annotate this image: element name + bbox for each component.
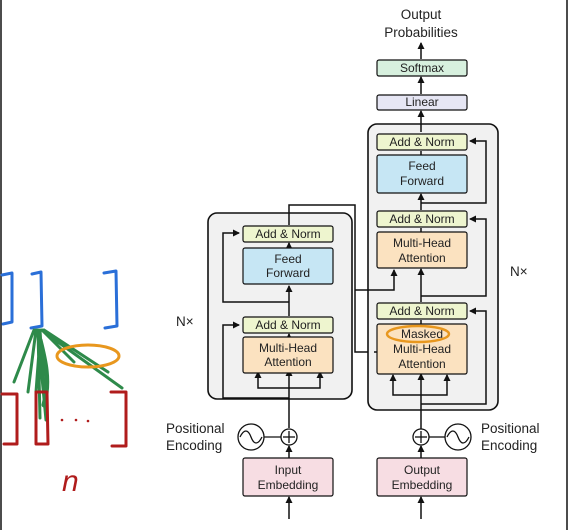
svg-text:Softmax: Softmax (400, 61, 444, 75)
softmax-layer: Softmax (376, 59, 468, 77)
red-bracket-middle (34, 390, 50, 446)
decoder-multi-head-attention: Multi-Head Attention (376, 231, 468, 269)
svg-text:Add & Norm: Add & Norm (255, 318, 320, 332)
svg-text:Add & Norm: Add & Norm (389, 304, 454, 318)
encoder-add-norm-bottom: Add & Norm (242, 316, 334, 334)
svg-text:Linear: Linear (405, 95, 438, 109)
red-bracket-left (0, 392, 19, 446)
decoder-sine-wave-icon (444, 423, 472, 451)
svg-text:Add & Norm: Add & Norm (389, 212, 454, 226)
decoder-masked-multi-head-attention: Masked Multi-Head Attention (376, 323, 468, 375)
svg-text:Attention: Attention (398, 357, 445, 371)
blue-bracket-right (102, 269, 119, 330)
decoder-add-circle (412, 428, 430, 446)
encoder-sine-wave-icon (237, 423, 265, 451)
svg-text:Feed: Feed (274, 252, 301, 266)
encoder-add-circle (280, 428, 298, 446)
encoder-feed-forward: Feed Forward (242, 247, 334, 285)
svg-text:Attention: Attention (398, 251, 445, 265)
output-probabilities-line2: Probabilities (384, 25, 458, 40)
encoder-positional-label-1: Positional (166, 421, 225, 436)
red-bracket-right (109, 390, 128, 448)
svg-text:Embedding: Embedding (258, 478, 319, 492)
encoder-add-norm-top: Add & Norm (242, 225, 334, 243)
decoder-add-norm-bottom: Add & Norm (376, 302, 468, 320)
encoder-nx-label: N× (176, 314, 194, 329)
encoder-multi-head-attention: Multi-Head Attention (242, 336, 334, 374)
decoder-add-norm-top: Add & Norm (376, 133, 468, 151)
hand-drawn-sketch (0, 269, 128, 448)
decoder-positional-label-1: Positional (481, 421, 540, 436)
svg-text:Multi-Head: Multi-Head (393, 236, 451, 250)
svg-text:Feed: Feed (408, 159, 435, 173)
masked-highlight-circle (385, 324, 451, 344)
blue-bracket-left (0, 271, 14, 326)
svg-text:Attention: Attention (264, 355, 311, 369)
svg-text:Output: Output (404, 463, 441, 477)
output-probabilities-line1: Output (401, 7, 442, 22)
input-embedding: Input Embedding (242, 457, 334, 497)
svg-text:Embedding: Embedding (392, 478, 453, 492)
svg-text:Multi-Head: Multi-Head (393, 342, 451, 356)
decoder-add-norm-mid: Add & Norm (376, 210, 468, 228)
svg-text:Multi-Head: Multi-Head (259, 341, 317, 355)
encoder-positional-label-2: Encoding (166, 438, 222, 453)
svg-text:Forward: Forward (266, 266, 310, 280)
svg-text:Forward: Forward (400, 174, 444, 188)
decoder-positional-label-2: Encoding (481, 438, 537, 453)
handwritten-n: n (62, 465, 79, 498)
decoder-nx-label: N× (510, 264, 528, 279)
svg-text:Add & Norm: Add & Norm (389, 135, 454, 149)
linear-layer: Linear (376, 94, 468, 111)
svg-text:Add & Norm: Add & Norm (255, 227, 320, 241)
blue-bracket-middle (29, 270, 44, 330)
output-embedding: Output Embedding (376, 457, 468, 497)
decoder-feed-forward: Feed Forward (376, 154, 468, 194)
svg-text:Input: Input (275, 463, 302, 477)
green-strokes (12, 328, 124, 422)
orange-circle (55, 343, 121, 369)
svg-text:Masked: Masked (401, 327, 443, 341)
